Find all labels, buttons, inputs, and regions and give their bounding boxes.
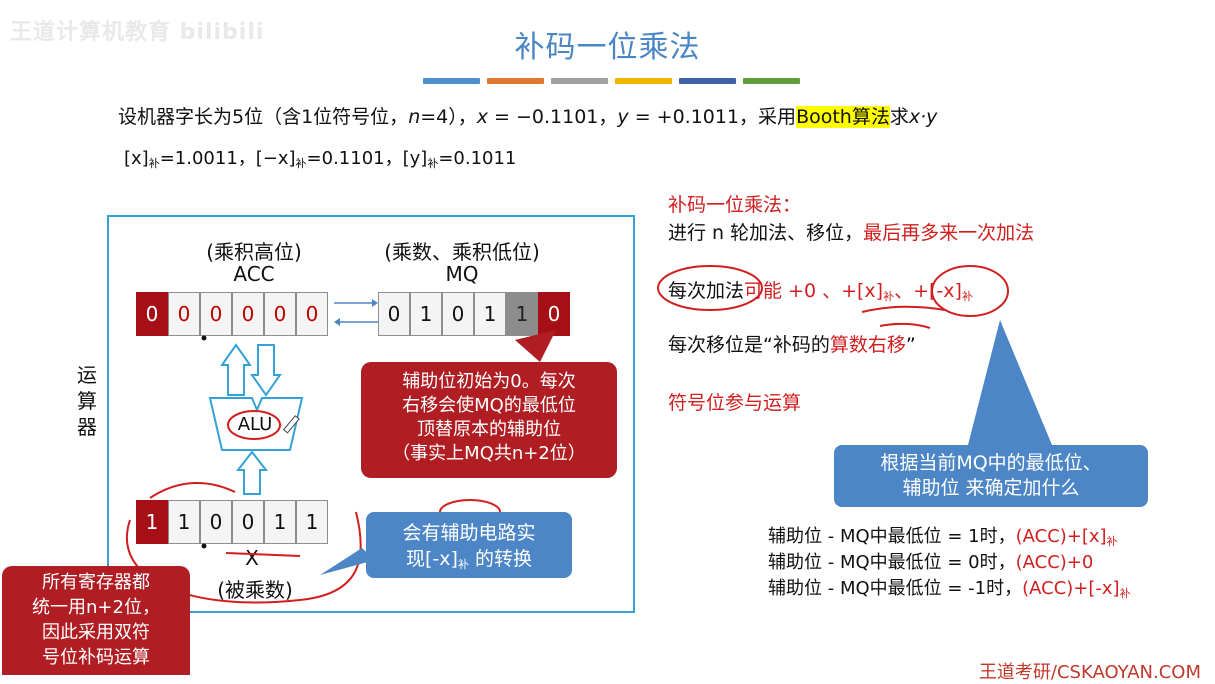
acc-bit: 0 [296, 292, 328, 336]
right-line-additions: 每次加法可能 +0 、+[x]补、+[-x]补 [668, 280, 973, 303]
acc-bit: 0 [200, 292, 232, 336]
x-bit: 1 [296, 500, 328, 544]
color-bar [615, 78, 672, 84]
color-bar [423, 78, 480, 84]
bus-dot [201, 543, 207, 549]
alu-label: ALU [237, 414, 273, 435]
decide-callout: 根据当前MQ中的最低位、 辅助位 来确定加什么 [834, 445, 1148, 507]
color-bar [487, 78, 544, 84]
mq-bit: 0 [442, 292, 474, 336]
x-bit: 1 [168, 500, 200, 544]
x-register: 1 1 0 0 1 1 [136, 500, 328, 544]
right-line-rounds: 进行 n 轮加法、移位，最后再多来一次加法 [668, 222, 1035, 244]
acc-caption: (乘积高位) [206, 240, 302, 264]
acc-bit: 0 [136, 292, 168, 336]
x-bit: 1 [136, 500, 168, 544]
mq-lowest-bit: 1 [506, 292, 538, 336]
rule-row: 辅助位 - MQ中最低位 = 0时，(ACC)+0 [768, 552, 1094, 573]
arrow-head [372, 299, 378, 307]
mq-bit: 1 [474, 292, 506, 336]
slide-title: 补码一位乘法 [514, 30, 701, 65]
acc-name: ACC [233, 262, 275, 286]
arithmetic-unit-frame [107, 215, 635, 613]
mq-caption: (乘数、乘积低位) [384, 240, 540, 264]
problem-line-2: [x]补=1.0011，[−x]补=0.1101，[y]补=0.1011 [124, 148, 517, 170]
x-caption: (被乘数) [217, 578, 293, 602]
alu-shape [208, 397, 304, 451]
rule-row: 辅助位 - MQ中最低位 = -1时，(ACC)+[-x]补 [768, 578, 1131, 600]
arrow-head [334, 318, 340, 326]
aux-callout-pointer [515, 330, 556, 362]
x-bit: 0 [200, 500, 232, 544]
right-heading: 补码一位乘法： [668, 194, 802, 216]
footer-brand: 王道考研/CSKAOYAN.COM [978, 662, 1201, 683]
conversion-callout-pointer [320, 548, 375, 575]
pencil-icon [282, 415, 300, 434]
aux-bit-callout: 辅助位初始为0。每次 右移会使MQ的最低位 顶替原本的辅助位 （事实上MQ共n+… [361, 362, 617, 478]
mq-bit: 0 [378, 292, 410, 336]
mq-name: MQ [445, 262, 479, 286]
acc-to-alu-arrow [250, 344, 282, 397]
mq-register: 0 1 0 1 1 0 [378, 292, 570, 336]
color-bars [423, 78, 800, 84]
add-circle-annotation [657, 265, 763, 311]
x-name: X [245, 546, 259, 570]
color-bar [679, 78, 736, 84]
booth-highlight: Booth算法 [796, 106, 890, 128]
acc-register: 0 0 0 0 0 0 [136, 292, 328, 336]
decide-callout-pointer [968, 320, 1052, 445]
unit-label: 运 算 器 [77, 363, 97, 439]
alu-to-acc-arrow [220, 343, 252, 396]
acc-bit: 0 [168, 292, 200, 336]
x-to-alu-arrow [235, 450, 269, 495]
x-bit: 0 [232, 500, 264, 544]
x-bit: 1 [264, 500, 296, 544]
problem-line-1: 设机器字长为5位（含1位符号位，n=4），x = −0.1101，y = +0.… [118, 106, 938, 128]
bus-dot [201, 335, 207, 341]
strike-annotation [225, 552, 301, 557]
negx-circle-annotation [931, 265, 1009, 317]
right-line-sign: 符号位参与运算 [668, 392, 802, 414]
watermark: 王道计算机教育 bilibili [10, 20, 265, 45]
right-line-shift: 每次移位是“补码的算数右移” [668, 334, 916, 356]
mq-bit: 1 [410, 292, 442, 336]
alu-circle-annotation [227, 410, 281, 440]
mq-aux-bit: 0 [538, 292, 570, 336]
color-bar [551, 78, 608, 84]
alu: ALU [208, 398, 302, 452]
rules-list: 辅助位 - MQ中最低位 = 1时，(ACC)+[x]补 辅助位 - MQ中最低… [768, 522, 1131, 600]
registers-callout: 所有寄存器都 统一用n+2位， 因此采用双符 号位补码运算 [2, 566, 190, 675]
acc-bit: 0 [264, 292, 296, 336]
conversion-callout: 会有辅助电路实 现[-x]补 的转换 [366, 512, 572, 578]
rule-row: 辅助位 - MQ中最低位 = 1时，(ACC)+[x]补 [768, 526, 1118, 548]
color-bar [743, 78, 800, 84]
acc-bit: 0 [232, 292, 264, 336]
